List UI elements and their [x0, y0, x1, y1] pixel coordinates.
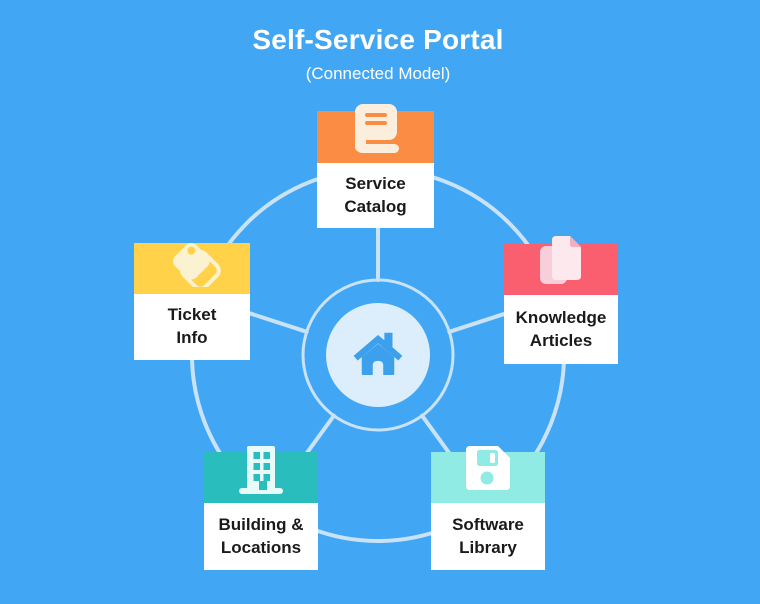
- node-card-ticket-info: Ticket Info: [134, 242, 250, 360]
- home-icon: [349, 324, 407, 387]
- node-label-service-catalog: Service Catalog: [344, 173, 407, 216]
- node-label-building-locations: Building & Locations: [218, 514, 304, 557]
- page-title: Self-Service Portal: [252, 24, 504, 55]
- documents-icon: [538, 234, 584, 295]
- software-library-header: [431, 446, 545, 503]
- building-locations-header: [204, 446, 318, 503]
- node-label-ticket-info: Ticket Info: [167, 305, 217, 347]
- building-icon: [235, 445, 287, 500]
- ticket-info-header: [134, 242, 250, 294]
- floppy-disk-icon: [465, 445, 511, 496]
- service-catalog-header: [317, 104, 434, 163]
- node-card-knowledge-articles: Knowledge Articles: [504, 236, 618, 364]
- hub-node: [326, 303, 430, 407]
- knowledge-articles-header: [504, 236, 618, 295]
- book-icon: [352, 102, 400, 165]
- tags-icon: [159, 237, 225, 292]
- node-card-building-locations: Building & Locations: [204, 446, 318, 570]
- node-label-knowledge-articles: Knowledge Articles: [515, 307, 607, 350]
- node-label-software-library: Software Library: [452, 514, 524, 557]
- node-card-software-library: Software Library: [431, 446, 545, 570]
- page-subtitle: (Connected Model): [305, 64, 451, 83]
- node-card-service-catalog: Service Catalog: [317, 104, 434, 228]
- diagram-titles: Self-Service Portal (Connected Model): [0, 24, 756, 84]
